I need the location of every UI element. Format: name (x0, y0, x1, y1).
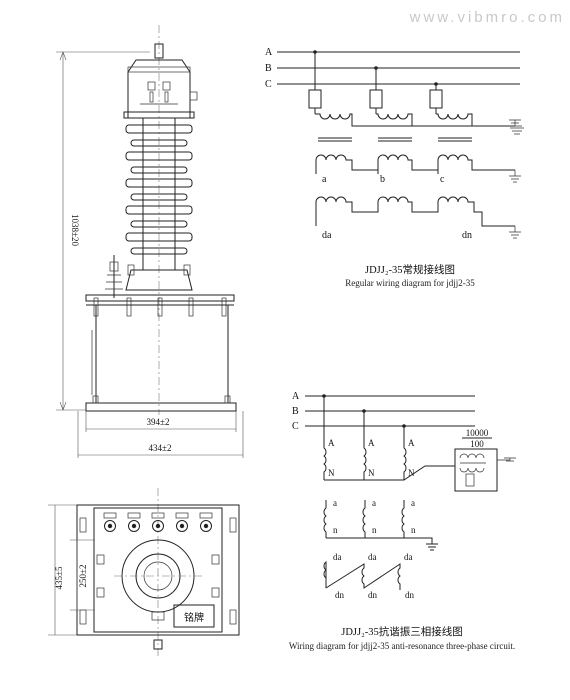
d2-delta-da3: da (404, 552, 413, 562)
ground-terminal (153, 639, 163, 650)
d2-sec-a2: a (372, 498, 376, 508)
d2-phase-C: C (292, 421, 299, 432)
d1-phase-B: B (265, 63, 272, 74)
d1-sec-b: b (380, 174, 385, 185)
diagram-anti-resonance: A B C A A A N N N 10000 100 a a a (289, 391, 516, 651)
d2-title: JDJJ₂-35抗谐振三相接线图 (341, 625, 463, 638)
tank-body (95, 304, 229, 404)
d2-subtitle: Wiring diagram for jdjj2-35 anti-resonan… (289, 641, 515, 651)
d2-prim-A1: A (328, 438, 335, 448)
d2-prim-N1: N (328, 468, 335, 478)
height-dimension (56, 51, 150, 411)
front-view: 1038±20 394±2 434±2 (56, 25, 244, 458)
d1-subtitle: Regular wiring diagram for jdjj2-35 (345, 278, 475, 288)
base-inner (93, 507, 223, 633)
width-dim-1-label: 394±2 (147, 417, 170, 427)
width-dimensions (77, 411, 244, 458)
d2-delta-da2: da (368, 552, 377, 562)
d1-delta-dn: dn (462, 230, 472, 241)
d2-sec-n3: n (411, 525, 416, 535)
d2-prim-A3: A (408, 438, 415, 448)
d2-prim-A2: A (368, 438, 375, 448)
d1-phase-C: C (265, 79, 272, 90)
nameplate-box (173, 604, 215, 628)
d2-sec-n2: n (372, 525, 377, 535)
d2-delta-da1: da (333, 552, 342, 562)
height-dim-1-label: 435±5 (54, 566, 64, 589)
d2-phase-A: A (292, 391, 300, 402)
head-box (123, 59, 198, 119)
d2-ratio-bottom: 100 (470, 439, 484, 449)
d2-prim-N3: N (408, 468, 415, 478)
d2-phase-B: B (292, 406, 299, 417)
height-dim-2-label: 250±2 (78, 565, 88, 588)
insulator-flange (125, 264, 193, 291)
top-terminal (154, 43, 164, 59)
top-view-dimensions (48, 504, 95, 636)
d1-phase-A: A (265, 47, 273, 58)
terminal-row (103, 512, 213, 532)
side-bushing (105, 255, 123, 298)
d2-delta-dn2: dn (368, 590, 378, 600)
diagram-regular: A B C a b c (265, 47, 524, 288)
watermark: www.vibmro.com (409, 9, 565, 26)
d2-ratio-box (454, 448, 498, 492)
top-view: 铭牌 435±5 250±2 (48, 488, 240, 658)
d2-delta-dn3: dn (405, 590, 415, 600)
d2-sec-n1: n (333, 525, 338, 535)
insulator (125, 117, 193, 271)
tank-base (85, 395, 237, 412)
d1-sec-a: a (322, 174, 327, 185)
d1-delta-da: da (322, 230, 332, 241)
height-dim-label: 1038±20 (70, 214, 80, 246)
d2-ratio-top: 10000 (466, 428, 489, 438)
d2-sec-a1: a (333, 498, 337, 508)
d1-sec-c: c (440, 174, 445, 185)
d2-delta-dn1: dn (335, 590, 345, 600)
d2-sec-a3: a (411, 498, 415, 508)
d1-title: JDJJ₂-35常规接线图 (365, 263, 455, 276)
nameplate-label: 铭牌 (184, 611, 204, 624)
width-dim-2-label: 434±2 (149, 443, 172, 453)
d2-prim-N2: N (368, 468, 375, 478)
